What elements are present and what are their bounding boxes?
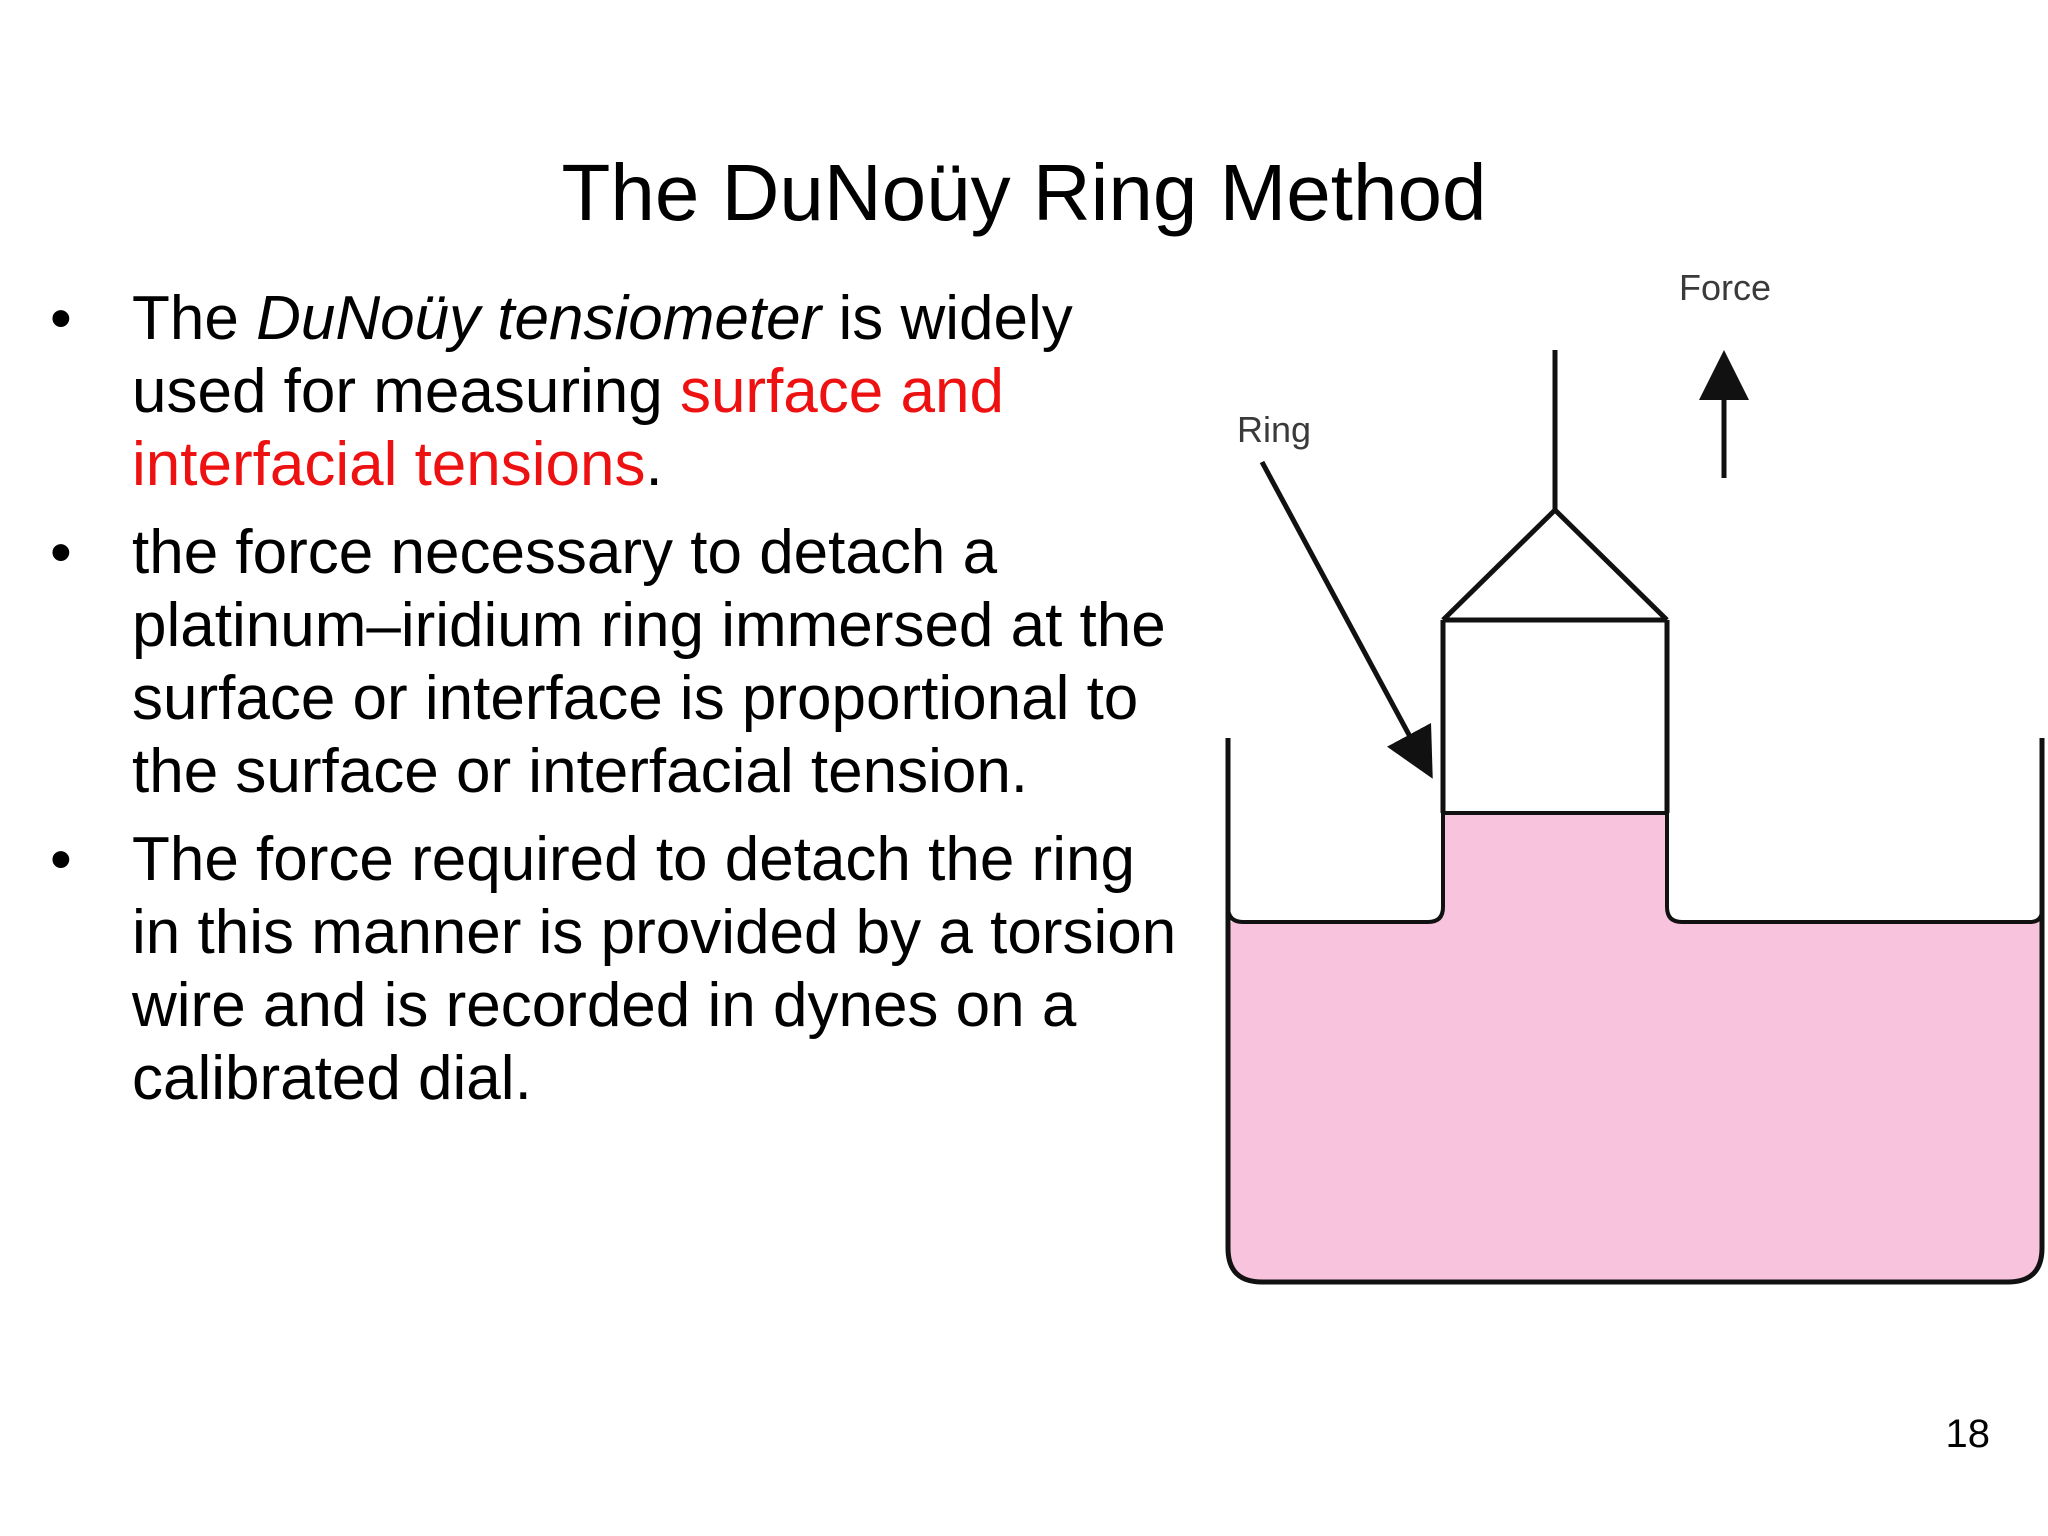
bullet-item-1: • The DuNoüy tensiometer is widely used … [50,282,1190,501]
ring-suspension-triangle [1441,507,1669,622]
beaker-outline [1225,738,2045,1285]
liquid-fill [1228,813,2042,1282]
force-label: Force [1679,267,1771,308]
bullet-marker: • [50,518,72,587]
liquid-surface-line [1226,811,2044,924]
bullet-1-highlight-tensions: surface and interfacial tensions [132,357,1004,499]
ring-label: Ring [1237,409,1311,450]
bullet-marker: • [50,284,72,353]
bullet-1-text-end: . [645,430,663,499]
bullet-1-text-start: The [132,284,257,353]
slide-title: The DuNoüy Ring Method [561,148,1487,237]
page-number: 18 [1945,1412,1991,1456]
ring-pointer-arrow-icon [1259,460,1433,779]
bullet-1-term-tensiometer: DuNoüy tensiometer [256,284,822,353]
bullet-list: • The DuNoüy tensiometer is widely used … [50,282,1190,1130]
bullet-3-text: The force required to detach the ring in… [132,825,1177,1113]
bullet-marker: • [50,825,72,894]
ring-method-diagram: Force Ring [1225,267,2045,1285]
bullet-2-text: the force necessary to detach a platinum… [132,518,1166,806]
bullet-item-2: • the force necessary to detach a platin… [50,516,1190,808]
bullet-item-3: • The force required to detach the ring … [50,823,1190,1115]
bullet-1-text-middle: is widely used for measuring [132,284,1073,426]
